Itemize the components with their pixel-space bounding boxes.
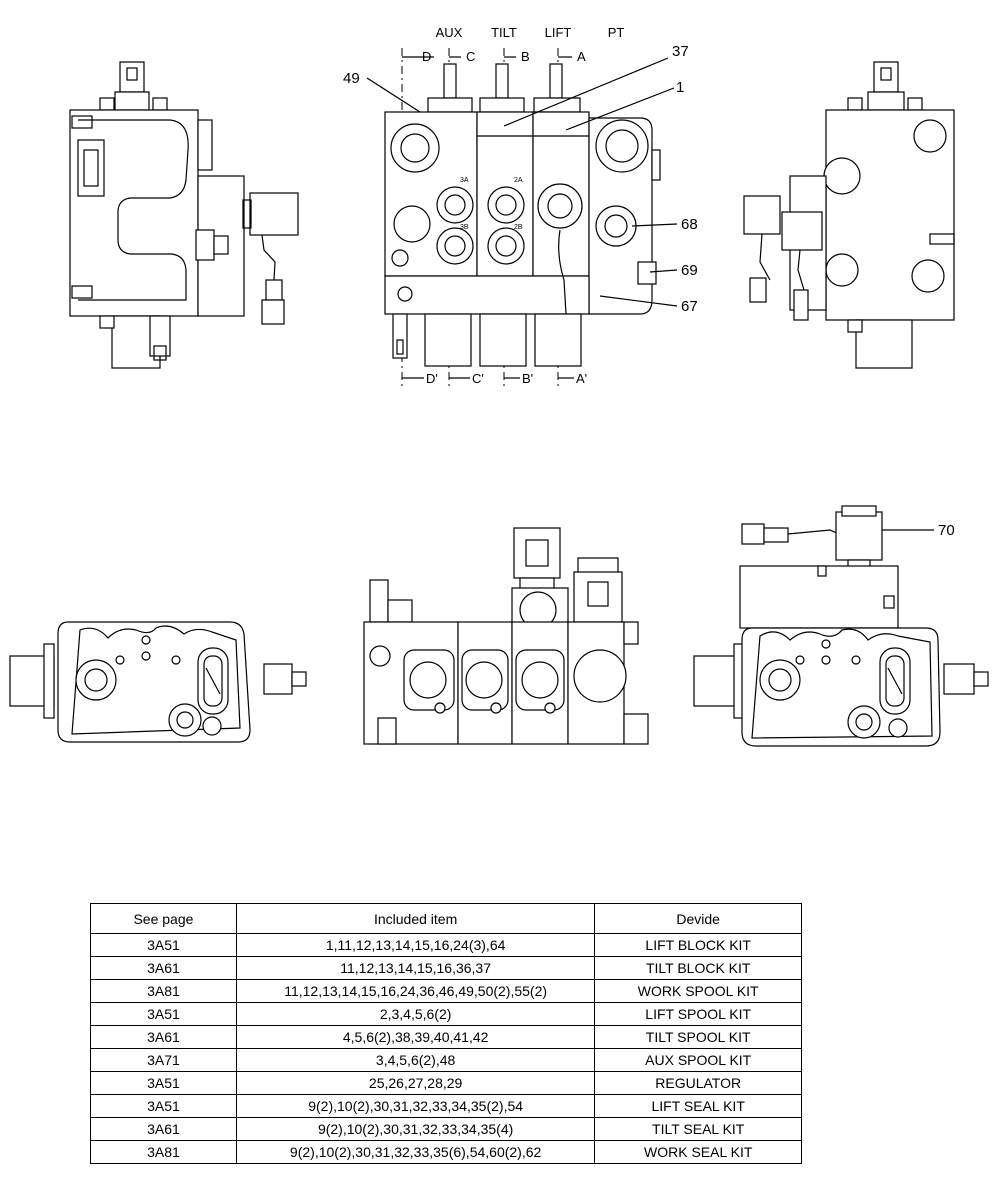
port-label-2a: 2A bbox=[514, 177, 523, 184]
cell-items: 11,12,13,14,15,16,36,37 bbox=[235, 956, 596, 980]
kit-table: See page Included item Devide 3A51 1,11,… bbox=[90, 903, 802, 1164]
label-lift: LIFT bbox=[545, 25, 572, 40]
cell-items: 25,26,27,28,29 bbox=[235, 1071, 596, 1095]
label-a: A bbox=[577, 49, 586, 64]
cell-kit: WORK SEAL KIT bbox=[594, 1140, 802, 1164]
table-row: 3A51 9(2),10(2),30,31,32,33,34,35(2),54 … bbox=[90, 1094, 802, 1118]
label-pt: PT bbox=[608, 25, 625, 40]
port-label-3a: 3A bbox=[460, 177, 469, 184]
right-end-view bbox=[693, 505, 989, 747]
callout-70: 70 bbox=[938, 522, 955, 539]
cell-kit: AUX SPOOL KIT bbox=[594, 1048, 802, 1072]
cell-items: 2,3,4,5,6(2) bbox=[235, 1002, 596, 1026]
table-row: 3A81 9(2),10(2),30,31,32,33,35(6),54,60(… bbox=[90, 1140, 802, 1164]
cell-items: 9(2),10(2),30,31,32,33,34,35(2),54 bbox=[235, 1094, 596, 1118]
label-c: C bbox=[466, 49, 475, 64]
label-b-prime: B' bbox=[522, 371, 533, 386]
left-end-view bbox=[9, 621, 307, 743]
cell-kit: TILT SEAL KIT bbox=[594, 1117, 802, 1141]
cell-items: 11,12,13,14,15,16,24,36,46,49,50(2),55(2… bbox=[235, 979, 596, 1003]
label-d: D bbox=[422, 49, 431, 64]
label-b: B bbox=[521, 49, 530, 64]
valve-assembly-drawing: AUX TILT LIFT PT D C B A D' C' B' A' 3A … bbox=[9, 25, 989, 747]
cell-page: 3A61 bbox=[90, 1025, 237, 1049]
port-label-3b: 3B bbox=[460, 224, 469, 231]
header-included-item: Included item bbox=[235, 903, 596, 934]
cell-kit: TILT SPOOL KIT bbox=[594, 1025, 802, 1049]
table-row: 3A61 9(2),10(2),30,31,32,33,34,35(4) TIL… bbox=[90, 1117, 802, 1141]
cell-page: 3A51 bbox=[90, 933, 237, 957]
cell-kit: TILT BLOCK KIT bbox=[594, 956, 802, 980]
callout-1: 1 bbox=[676, 79, 684, 96]
cell-kit: LIFT SEAL KIT bbox=[594, 1094, 802, 1118]
bottom-view bbox=[363, 527, 649, 745]
callout-67: 67 bbox=[681, 298, 698, 315]
table-row: 3A51 25,26,27,28,29 REGULATOR bbox=[90, 1071, 802, 1095]
label-tilt: TILT bbox=[491, 25, 517, 40]
leader-lines bbox=[366, 57, 934, 531]
cell-page: 3A61 bbox=[90, 1117, 237, 1141]
label-c-prime: C' bbox=[472, 371, 484, 386]
cell-items: 4,5,6(2),38,39,40,41,42 bbox=[235, 1025, 596, 1049]
cell-kit: WORK SPOOL KIT bbox=[594, 979, 802, 1003]
left-side-view bbox=[69, 61, 299, 369]
callout-37: 37 bbox=[672, 43, 689, 60]
cell-items: 3,4,5,6(2),48 bbox=[235, 1048, 596, 1072]
callout-68: 68 bbox=[681, 216, 698, 233]
table-row: 3A61 4,5,6(2),38,39,40,41,42 TILT SPOOL … bbox=[90, 1025, 802, 1049]
cell-items: 9(2),10(2),30,31,32,33,35(6),54,60(2),62 bbox=[235, 1140, 596, 1164]
front-view bbox=[384, 48, 661, 388]
table-row: 3A61 11,12,13,14,15,16,36,37 TILT BLOCK … bbox=[90, 956, 802, 980]
cell-kit: REGULATOR bbox=[594, 1071, 802, 1095]
callout-69: 69 bbox=[681, 262, 698, 279]
cell-items: 9(2),10(2),30,31,32,33,34,35(4) bbox=[235, 1117, 596, 1141]
port-label-2b: 2B bbox=[514, 224, 523, 231]
table-row: 3A51 2,3,4,5,6(2) LIFT SPOOL KIT bbox=[90, 1002, 802, 1026]
table-row: 3A71 3,4,5,6(2),48 AUX SPOOL KIT bbox=[90, 1048, 802, 1072]
cell-kit: LIFT BLOCK KIT bbox=[594, 933, 802, 957]
table-row: 3A81 11,12,13,14,15,16,24,36,46,49,50(2)… bbox=[90, 979, 802, 1003]
callout-49: 49 bbox=[343, 70, 360, 87]
header-see-page: See page bbox=[90, 903, 237, 934]
label-aux: AUX bbox=[436, 25, 463, 40]
right-side-view bbox=[743, 61, 955, 369]
cell-page: 3A51 bbox=[90, 1094, 237, 1118]
label-a-prime: A' bbox=[576, 371, 587, 386]
cell-page: 3A71 bbox=[90, 1048, 237, 1072]
cell-page: 3A81 bbox=[90, 979, 237, 1003]
cell-page: 3A61 bbox=[90, 956, 237, 980]
cell-page: 3A51 bbox=[90, 1071, 237, 1095]
label-d-prime: D' bbox=[426, 371, 438, 386]
cell-page: 3A81 bbox=[90, 1140, 237, 1164]
cell-items: 1,11,12,13,14,15,16,24(3),64 bbox=[235, 933, 596, 957]
cell-page: 3A51 bbox=[90, 1002, 237, 1026]
cell-kit: LIFT SPOOL KIT bbox=[594, 1002, 802, 1026]
table-row: 3A51 1,11,12,13,14,15,16,24(3),64 LIFT B… bbox=[90, 933, 802, 957]
table-header-row: See page Included item Devide bbox=[90, 903, 802, 934]
header-devide: Devide bbox=[594, 903, 802, 934]
